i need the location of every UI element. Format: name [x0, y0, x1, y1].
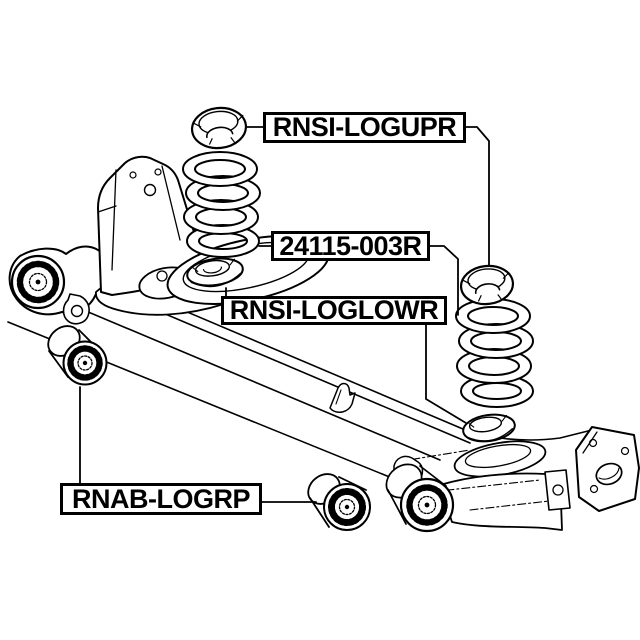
lower-seat-lip: [190, 272, 242, 288]
lower-seat-hole: [202, 266, 222, 274]
part-label-upper-spring-seat: RNSI-LOGUPR: [263, 112, 466, 143]
spindle-plate-bolt-3: [589, 484, 599, 494]
right-eye-serration: [406, 484, 448, 526]
part-label-coil-spring: 24115-003R: [271, 231, 430, 261]
leader-lower-seat: [225, 287, 467, 424]
left-eye-serration: [16, 260, 60, 304]
lower-spring-seat-installed: [462, 413, 516, 443]
bushing-bottom-inner: [338, 498, 356, 516]
spindle-plate-bolt-2: [620, 446, 630, 456]
coil-spring-installed: [455, 298, 534, 408]
leader-upper-seat: [246, 126, 490, 267]
lower-seat-ticks: [192, 258, 235, 272]
upper-spring-seat-part: [190, 106, 248, 150]
upper-seat-arch: [474, 283, 501, 295]
coil-spring-part: [182, 151, 261, 258]
spring-coil: [182, 151, 258, 187]
bushing-bottom-serration: [328, 488, 366, 526]
upper-spring-seat-installed: [459, 264, 515, 306]
lower-seat-inner: [194, 259, 231, 277]
shock-bracket-hole-2: [154, 168, 162, 176]
spindle-plate: [575, 426, 640, 512]
left-arm-stub-hole: [70, 304, 84, 318]
shock-bracket-hole-3: [143, 183, 157, 197]
lower-spring-seat-part: [186, 257, 244, 288]
bushing-left-center: [82, 360, 88, 366]
upper-seat-ticks: [462, 272, 510, 302]
right-eye-inner: [417, 495, 437, 515]
shock-bracket-folds: [97, 165, 181, 271]
left-pad-dome-hole: [156, 270, 168, 282]
arm-bushing-part-left: [47, 325, 108, 386]
lower-seat-ticks: [468, 414, 507, 428]
leader-arm-bushing: [79, 386, 317, 503]
bushing-left-serration: [67, 345, 103, 381]
right-eye-center: [424, 502, 430, 508]
spindle-plate-hole-depth: [598, 467, 620, 480]
arm-bushing-part-bottom: [307, 473, 371, 531]
upper-seat-ticks: [193, 114, 244, 145]
bushing-left-inner: [77, 355, 93, 371]
beam-channel-lines: [7, 257, 471, 479]
beam-clip-line: [335, 389, 342, 405]
right-plate-bracket: [544, 469, 571, 511]
lower-seat-lip: [466, 428, 514, 442]
part-label-arm-bushing: RNAB-LOGRP: [60, 483, 262, 515]
spindle-plate-bolt-1: [588, 438, 598, 448]
bushing-bottom-center: [344, 504, 350, 510]
left-eye-center: [35, 279, 41, 285]
lower-seat-inner: [468, 416, 503, 433]
shock-bracket-hole-1: [129, 171, 137, 179]
leader-coil-spring: [258, 245, 459, 316]
beam-clip: [329, 382, 356, 413]
upper-seat-arch: [206, 126, 234, 139]
right-spring-pad-inner: [464, 443, 532, 469]
right-arm-tube: [439, 472, 563, 531]
callout-leader-lines: [79, 126, 490, 503]
left-eye-inner: [28, 272, 48, 292]
part-label-lower-spring-seat: RNSI-LOGLOWR: [221, 296, 447, 325]
right-plate-bracket-hole: [552, 484, 564, 496]
spindle-plate-hole: [595, 462, 623, 486]
